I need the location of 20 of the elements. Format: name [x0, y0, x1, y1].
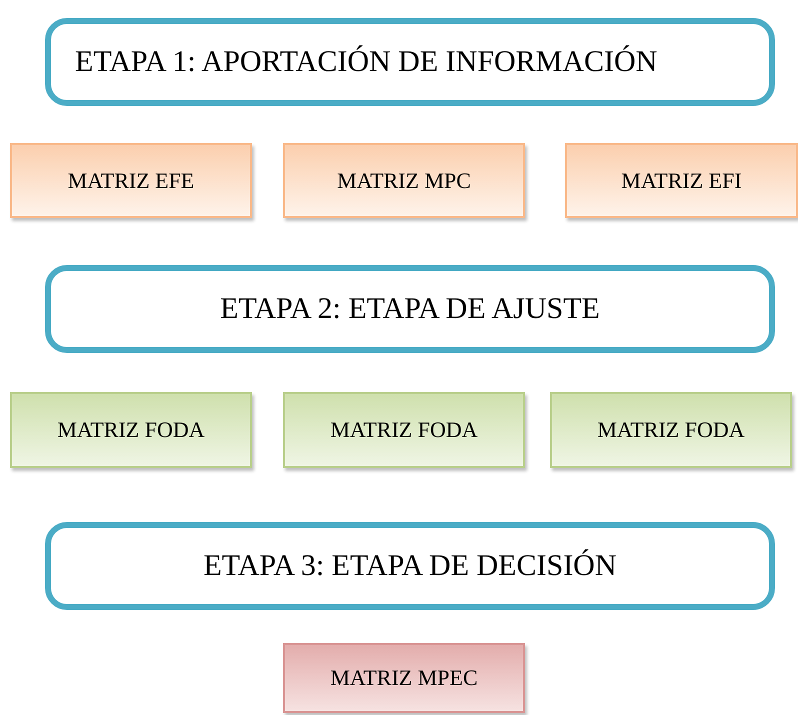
matrix-box — [283, 643, 525, 713]
matrix-box — [550, 392, 792, 468]
box-label: ETAPA 1: APORTACIÓN DE INFORMACIÓN — [75, 45, 658, 79]
box-label: MATRIZ FODA — [597, 417, 745, 443]
box-label: ETAPA 3: ETAPA DE DECISIÓN — [203, 549, 617, 583]
stage-box — [45, 18, 775, 106]
box-label: MATRIZ MPC — [337, 168, 471, 194]
matrix-box — [10, 392, 252, 468]
box-label: MATRIZ EFI — [621, 168, 742, 194]
matrix-box — [283, 392, 525, 468]
stage-box — [45, 522, 775, 610]
matrix-box — [283, 143, 525, 218]
stage-box — [45, 265, 775, 353]
matrix-box — [10, 143, 252, 218]
box-label: MATRIZ FODA — [330, 417, 478, 443]
box-label: MATRIZ EFE — [68, 168, 194, 194]
matrix-box — [565, 143, 798, 218]
box-label: MATRIZ MPEC — [330, 665, 478, 691]
box-label: ETAPA 2: ETAPA DE AJUSTE — [220, 292, 600, 326]
box-label: MATRIZ FODA — [57, 417, 205, 443]
